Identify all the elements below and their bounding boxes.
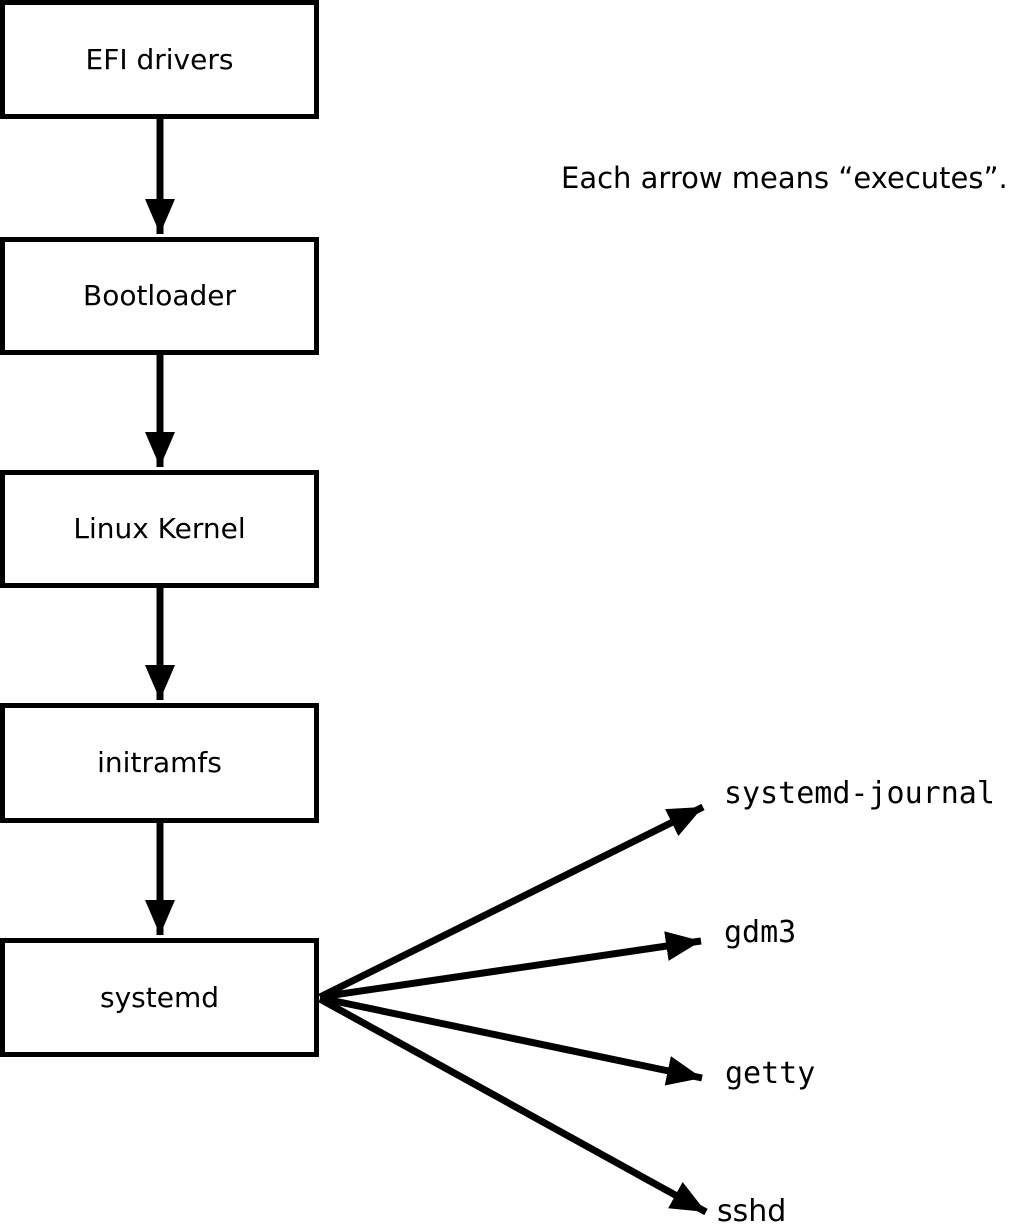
- arrow-systemd-to-journal: [318, 803, 705, 1001]
- node-initramfs-label: initramfs: [97, 746, 222, 779]
- arrow-systemd-to-gdm3: [319, 931, 702, 1001]
- node-systemd-label: systemd: [100, 980, 219, 1014]
- label-getty: getty: [725, 1056, 816, 1091]
- node-efi-drivers: EFI drivers: [0, 0, 319, 119]
- node-bootloader: Bootloader: [0, 237, 319, 355]
- node-linux-kernel-label: Linux Kernel: [73, 512, 246, 545]
- label-sshd: sshd: [717, 1194, 787, 1229]
- node-bootloader-label: Bootloader: [82, 279, 237, 312]
- label-systemd-journal: systemd-journal: [724, 776, 995, 811]
- arrow-systemd-to-getty: [319, 994, 703, 1086]
- arrow-systemd-to-sshd: [318, 995, 708, 1216]
- label-gdm3: gdm3: [724, 915, 797, 950]
- node-linux-kernel: Linux Kernel: [0, 470, 319, 588]
- node-efi-drivers-label: EFI drivers: [85, 42, 234, 76]
- legend-note: Each arrow means “executes”.: [561, 161, 1008, 195]
- node-systemd: systemd: [0, 938, 319, 1057]
- node-initramfs: initramfs: [0, 703, 319, 823]
